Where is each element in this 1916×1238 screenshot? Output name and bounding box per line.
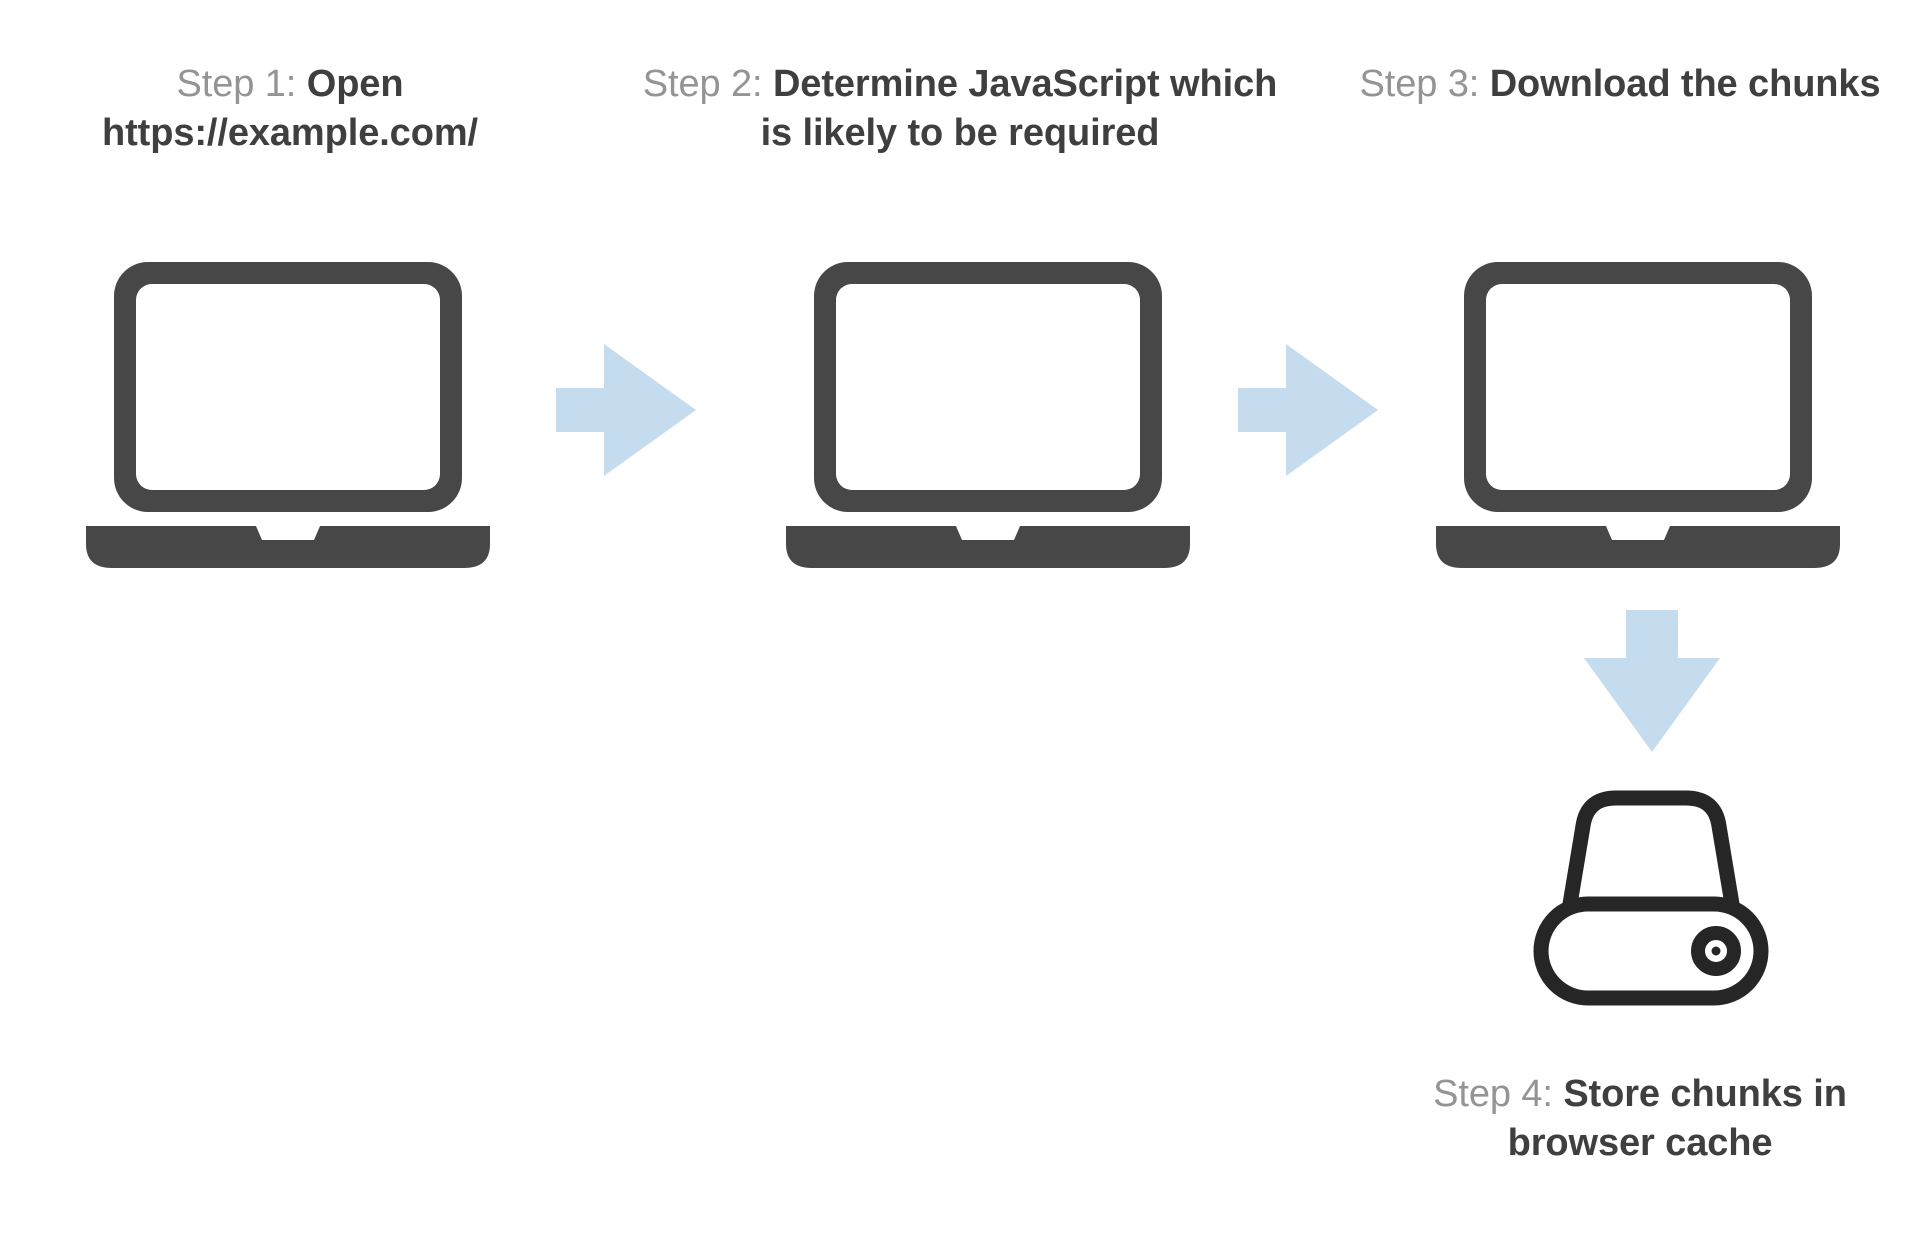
step-2-prefix: Step 2:	[642, 63, 773, 105]
step-4-caption: Step 4: Store chunks in browser cache	[1370, 1070, 1910, 1169]
laptop-icon-step-2	[778, 250, 1198, 580]
laptop-icon-step-1	[78, 250, 498, 580]
arrow-right-icon-step2-to-step3	[1238, 340, 1378, 480]
step-4-prefix: Step 4:	[1433, 1073, 1564, 1115]
step-1-title: Open https://example.com/	[102, 63, 478, 155]
step-2-caption: Step 2: Determine JavaScript which is li…	[640, 60, 1280, 159]
step-4-title: Store chunks in browser cache	[1507, 1073, 1847, 1165]
step-1-caption: Step 1: Open https://example.com/	[20, 60, 560, 159]
arrow-down-icon-step3-to-step4	[1582, 610, 1722, 755]
step-2-title: Determine JavaScript which is likely to …	[760, 63, 1278, 155]
laptop-icon-step-3	[1428, 250, 1848, 580]
arrow-right-icon-step1-to-step2	[556, 340, 696, 480]
step-3-title: Download the chunks	[1489, 63, 1881, 105]
hard-drive-icon-step-4	[1524, 782, 1778, 1014]
step-3-caption: Step 3: Download the chunks	[1340, 60, 1900, 109]
step-3-prefix: Step 3:	[1359, 63, 1490, 105]
step-1-prefix: Step 1:	[176, 63, 307, 105]
